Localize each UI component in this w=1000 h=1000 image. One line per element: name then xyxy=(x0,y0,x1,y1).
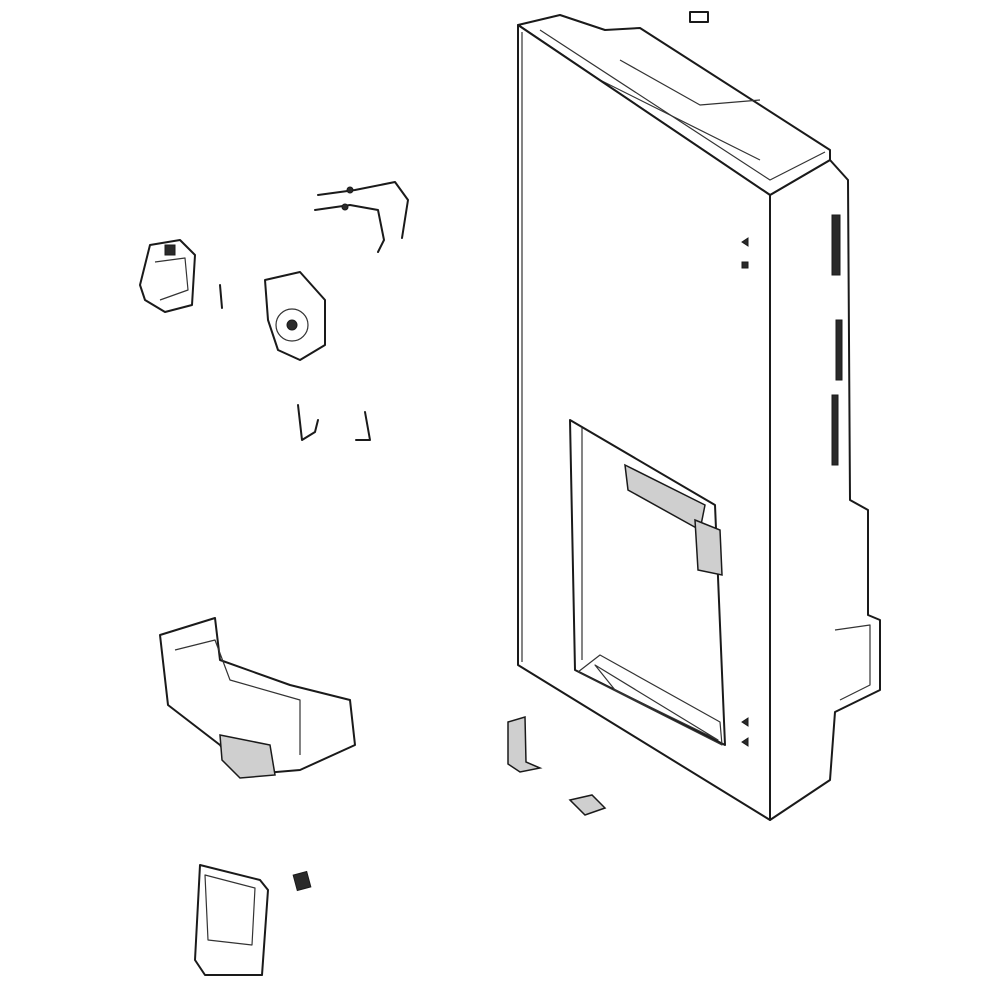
bracket-part xyxy=(507,716,543,773)
dispenser-cover xyxy=(194,864,269,976)
wire-node xyxy=(341,203,349,211)
side-detail xyxy=(831,394,839,466)
pin-part xyxy=(219,284,223,309)
door-top-recess xyxy=(619,59,761,106)
side-detail xyxy=(831,214,841,276)
door-side-face xyxy=(769,159,881,821)
clip-part xyxy=(568,794,607,816)
top-clip xyxy=(689,11,709,23)
door-top-face xyxy=(517,14,831,196)
wire-harness xyxy=(314,181,409,253)
marker-icon xyxy=(741,717,749,747)
dispenser-housing xyxy=(159,617,356,779)
spring-part xyxy=(297,404,319,441)
spring-part xyxy=(355,411,371,441)
dispenser-lever xyxy=(694,518,723,576)
dispenser-tray-inner xyxy=(594,664,719,741)
door-top-inner-edge xyxy=(539,29,826,181)
marker-icon xyxy=(741,237,749,269)
dispenser-tray xyxy=(577,654,723,746)
motor-part xyxy=(264,271,326,361)
side-detail xyxy=(835,319,843,381)
door-assembly xyxy=(517,11,881,821)
actuator-part xyxy=(139,239,196,313)
door-top-recess-line xyxy=(599,79,761,161)
wire-node xyxy=(346,186,354,194)
side-bracket xyxy=(834,624,871,701)
screw-part xyxy=(292,870,312,892)
